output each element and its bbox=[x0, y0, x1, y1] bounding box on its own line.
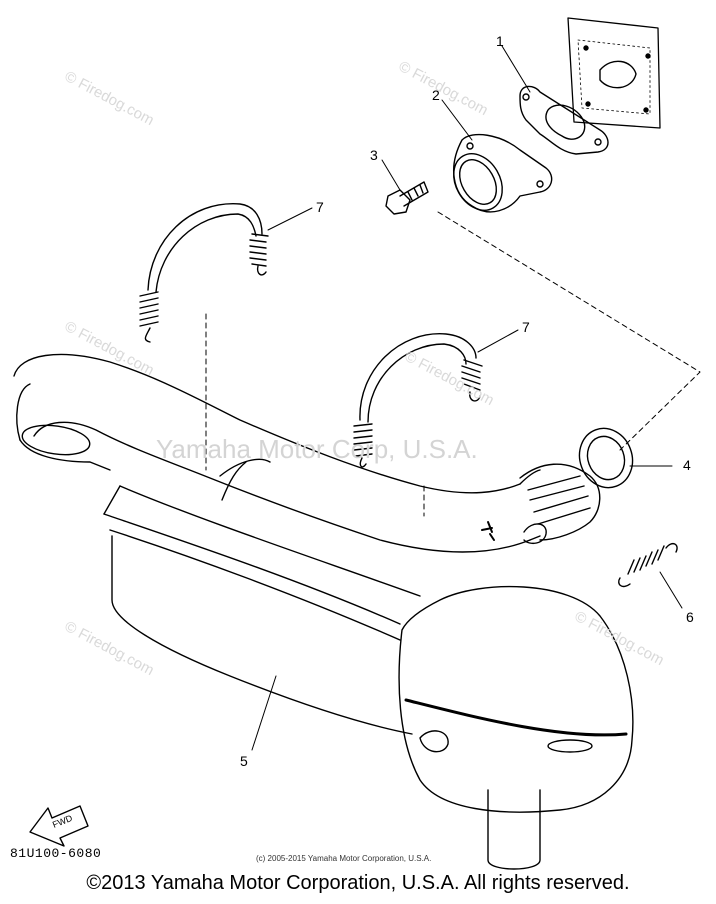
callout-6: 6 bbox=[686, 609, 694, 625]
callout-3: 3 bbox=[370, 147, 378, 163]
spring-lower bbox=[353, 333, 483, 468]
callout-1: 1 bbox=[496, 33, 504, 49]
callout-7b: 7 bbox=[522, 319, 530, 335]
small-spring bbox=[618, 542, 678, 588]
callout-4: 4 bbox=[683, 457, 691, 473]
callout-labels: 1 2 3 4 5 6 7 7 bbox=[240, 33, 694, 769]
front-arrow-label: FWD bbox=[51, 813, 74, 830]
callout-5: 5 bbox=[240, 753, 248, 769]
assembly-lines bbox=[205, 211, 701, 517]
watermark-company: Yamaha Motor Corp, U.S.A. bbox=[156, 434, 478, 464]
muffler bbox=[103, 485, 634, 870]
callout-7a: 7 bbox=[316, 199, 324, 215]
exhaust-joint bbox=[453, 133, 553, 213]
gasket-ring bbox=[578, 427, 634, 489]
front-arrow-icon: FWD bbox=[29, 805, 89, 847]
callout-2: 2 bbox=[432, 87, 440, 103]
figure-code: 81U100-6080 bbox=[10, 846, 102, 861]
bolt bbox=[385, 181, 429, 215]
small-copyright: (c) 2005-2015 Yamaha Motor Corporation, … bbox=[256, 854, 432, 863]
copyright-footer: ©2013 Yamaha Motor Corporation, U.S.A. A… bbox=[86, 872, 630, 894]
cylinder-block bbox=[567, 17, 661, 129]
spring-upper bbox=[139, 203, 269, 343]
exhaust-pipe bbox=[13, 353, 601, 553]
flange-gasket bbox=[519, 85, 609, 155]
leader-lines bbox=[251, 45, 683, 751]
